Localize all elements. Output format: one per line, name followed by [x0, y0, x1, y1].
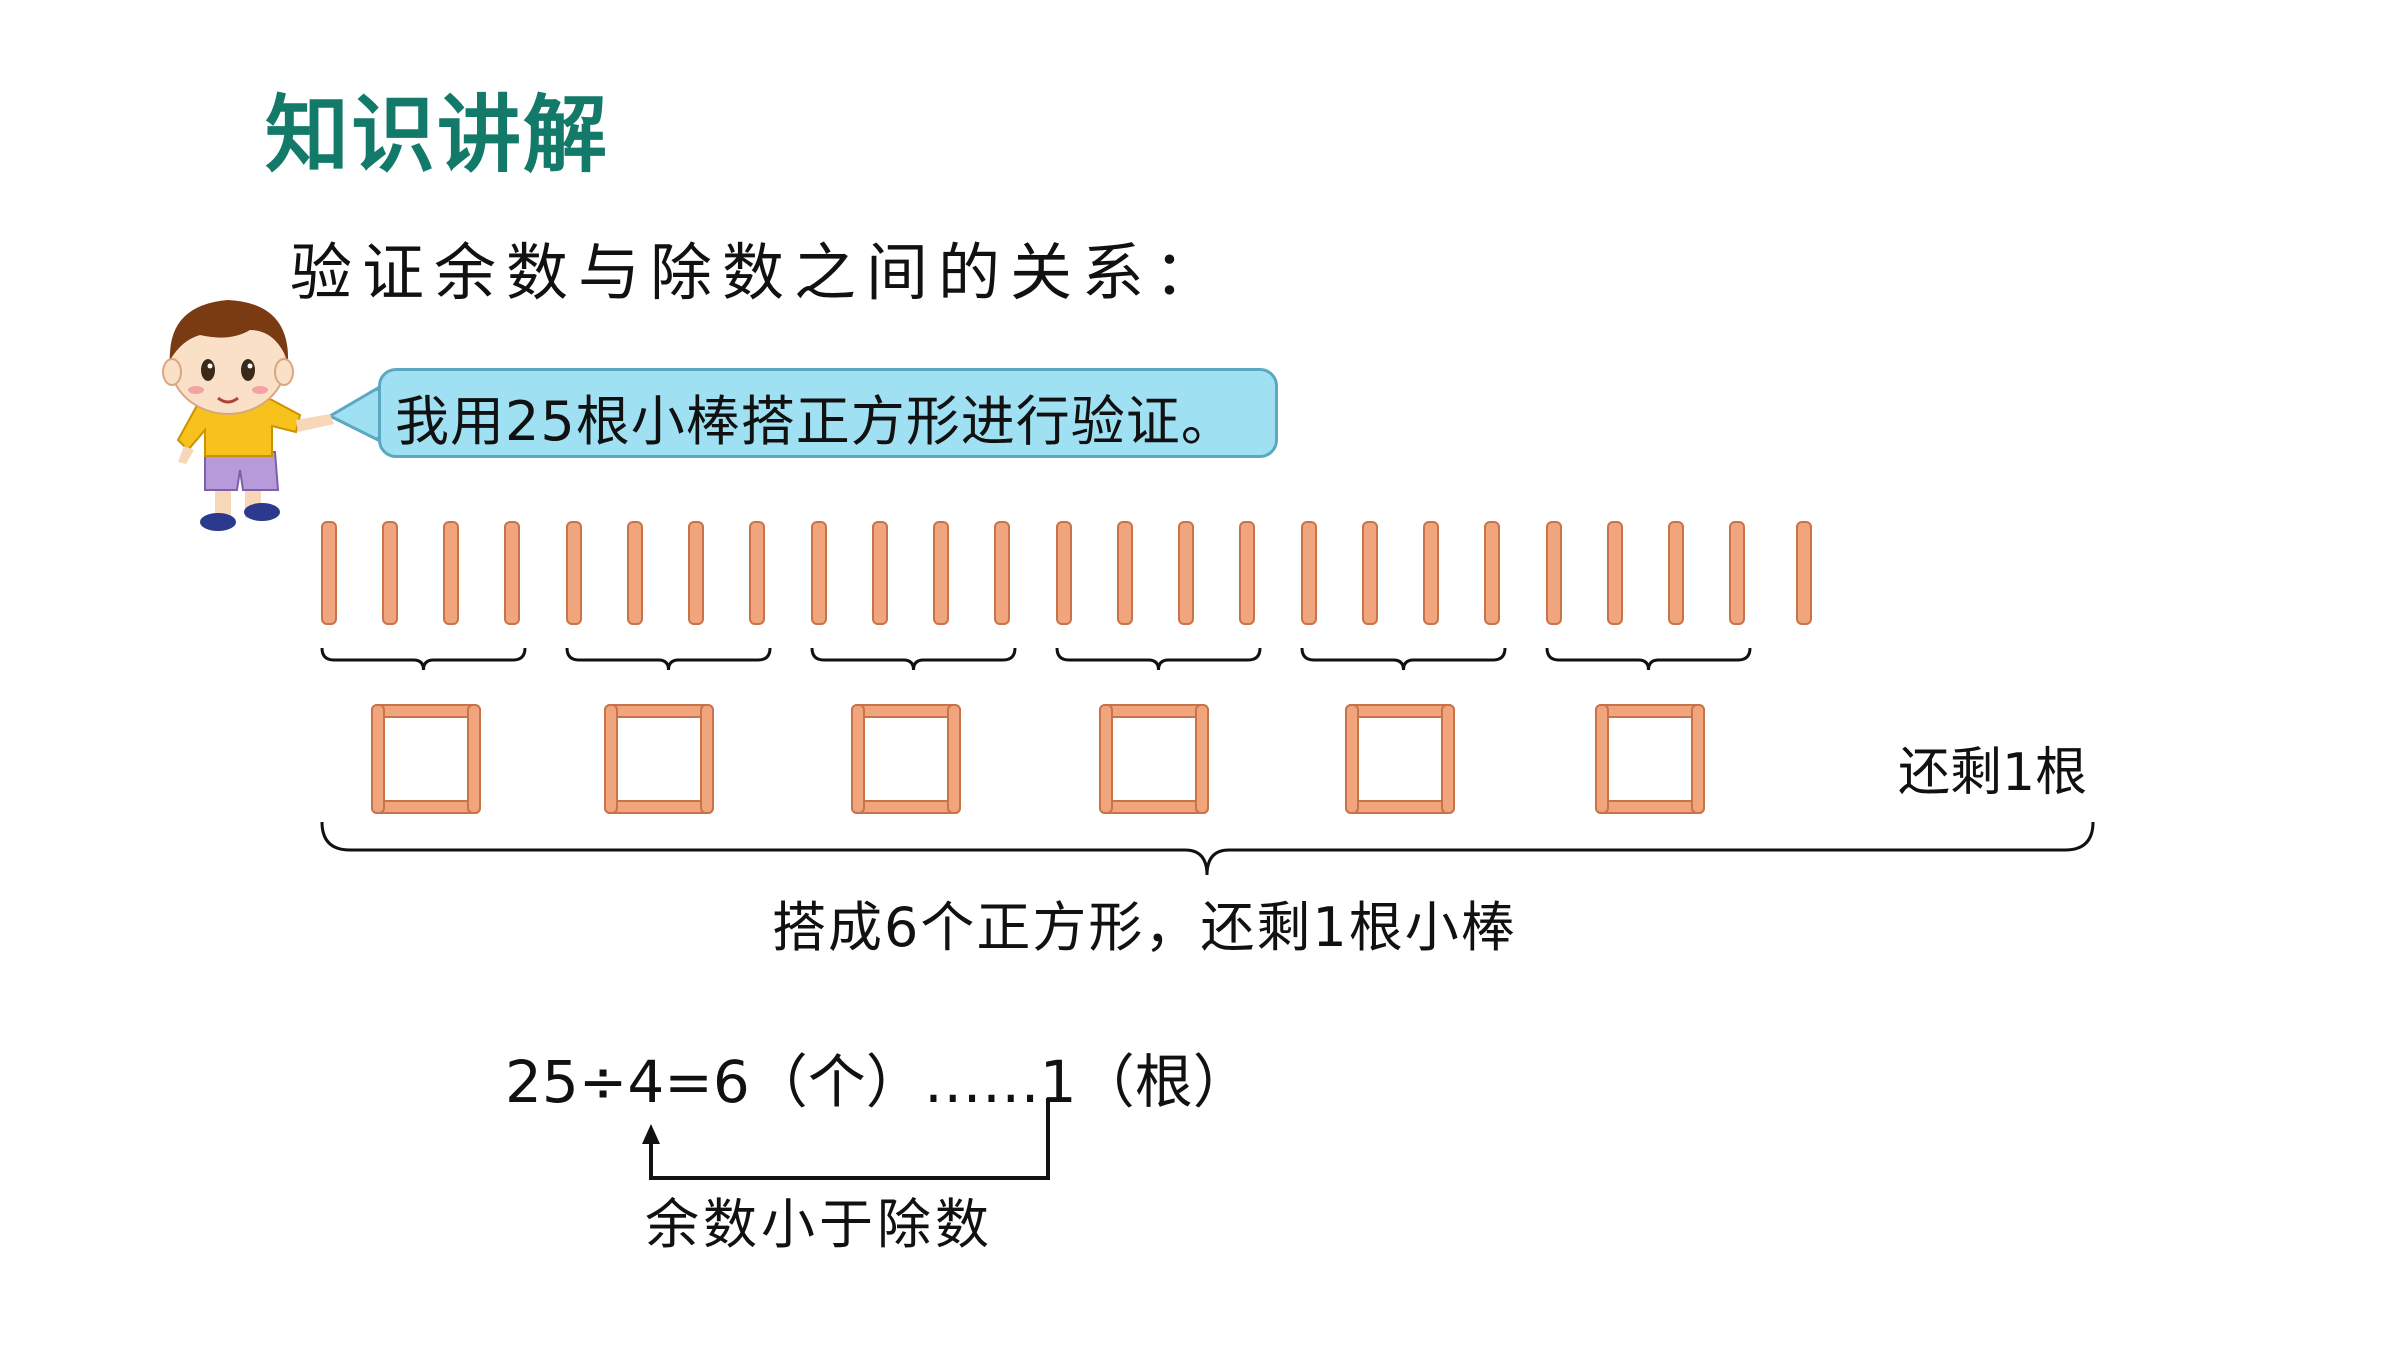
stick [1729, 521, 1745, 625]
stick [994, 521, 1010, 625]
square-stick-right [467, 704, 481, 814]
square-stick-bottom [1345, 800, 1455, 814]
stick [811, 521, 827, 625]
bubble-tail [326, 385, 380, 443]
stick-square [1345, 704, 1455, 814]
square-stick-right [1195, 704, 1209, 814]
square-stick-top [1595, 704, 1705, 718]
square-stick-right [700, 704, 714, 814]
stick [688, 521, 704, 625]
group-brace [320, 647, 527, 671]
stick-square [851, 704, 961, 814]
stick-square [1099, 704, 1209, 814]
total-brace [320, 821, 2095, 876]
summary-text: 搭成6个正方形，还剩1根小棒 [772, 896, 1517, 959]
stick [933, 521, 949, 625]
stick-square [371, 704, 481, 814]
square-stick-right [947, 704, 961, 814]
group-brace [1055, 647, 1262, 671]
stick [1362, 521, 1378, 625]
square-stick-left [371, 704, 385, 814]
square-stick-top [371, 704, 481, 718]
stick [872, 521, 888, 625]
group-brace [1300, 647, 1507, 671]
group-brace [810, 647, 1017, 671]
square-stick-left [1099, 704, 1113, 814]
group-brace [565, 647, 772, 671]
square-stick-top [604, 704, 714, 718]
stick [566, 521, 582, 625]
section-title: 知识讲解 [265, 86, 610, 184]
speech-bubble [378, 368, 1278, 458]
stick-square [604, 704, 714, 814]
square-stick-left [1595, 704, 1609, 814]
square-stick-bottom [1595, 800, 1705, 814]
stick [1546, 521, 1562, 625]
stick [1301, 521, 1317, 625]
division-equation: 25÷4=6（个）……1（根） [505, 1048, 1251, 1116]
square-stick-left [604, 704, 618, 814]
stick-square [1595, 704, 1705, 814]
remainder-note: 余数小于除数 [645, 1193, 993, 1256]
stick-row [321, 521, 1812, 625]
square-stick-top [851, 704, 961, 718]
square-stick-right [1691, 704, 1705, 814]
stick [627, 521, 643, 625]
remaining-stick [1796, 521, 1812, 625]
stick [443, 521, 459, 625]
stick [382, 521, 398, 625]
subtitle: 验证余数与除数之间的关系： [290, 236, 1227, 309]
stick [1178, 521, 1194, 625]
remainder-divisor-arrow [642, 1098, 1050, 1180]
stick [1484, 521, 1500, 625]
stick [749, 521, 765, 625]
square-stick-top [1099, 704, 1209, 718]
stick [1117, 521, 1133, 625]
group-brace [1545, 647, 1752, 671]
speech-bubble-text: 我用25根小棒搭正方形进行验证。 [395, 390, 1236, 453]
child-character-icon [162, 300, 334, 531]
square-stick-top [1345, 704, 1455, 718]
square-stick-bottom [371, 800, 481, 814]
stick [1607, 521, 1623, 625]
square-stick-right [1441, 704, 1455, 814]
stick-squares [371, 704, 1705, 814]
square-stick-left [851, 704, 865, 814]
stick [1239, 521, 1255, 625]
stick [321, 521, 337, 625]
stick [1423, 521, 1439, 625]
square-stick-bottom [1099, 800, 1209, 814]
square-stick-bottom [851, 800, 961, 814]
remaining-stick-label: 还剩1根 [1898, 743, 2088, 803]
stick [504, 521, 520, 625]
stick [1668, 521, 1684, 625]
group-braces [320, 647, 1752, 671]
square-stick-left [1345, 704, 1359, 814]
square-stick-bottom [604, 800, 714, 814]
stick [1056, 521, 1072, 625]
